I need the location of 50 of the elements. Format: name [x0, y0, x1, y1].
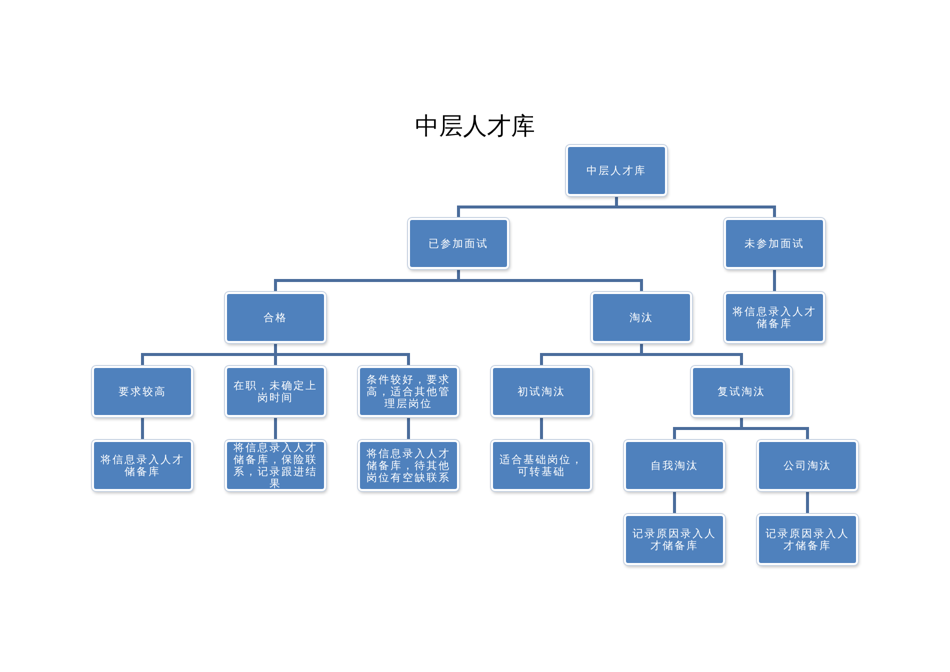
- process-box: [225, 440, 326, 491]
- connector-line: [274, 417, 277, 440]
- box-text: 将信息录入人才储备库，待其他岗位有空缺联系: [366, 448, 452, 484]
- box-text: 记录原因录入人才储备库: [764, 528, 850, 552]
- connector-line: [806, 491, 809, 514]
- box-text: 自我淘汰: [650, 460, 700, 472]
- box-text: 要求较高: [118, 386, 168, 398]
- connector-line: [540, 417, 543, 440]
- process-box: [358, 440, 459, 491]
- process-box: [691, 366, 792, 417]
- box-text: 将信息录入人才储备库: [732, 306, 818, 330]
- title: 中层人才库: [414, 111, 536, 142]
- box-text: 淘汰: [628, 312, 654, 324]
- box-text: 条件较好，要求高，适合其他管理层岗位: [366, 374, 452, 410]
- connector-line: [141, 417, 144, 440]
- connector-line: [457, 269, 643, 292]
- connector-line: [740, 417, 809, 440]
- process-box: [358, 366, 459, 417]
- process-box: [225, 292, 326, 343]
- process-box: [491, 440, 592, 491]
- process-box: [724, 218, 825, 269]
- connector-line: [274, 343, 410, 366]
- process-box: [757, 514, 858, 565]
- connector-line: [640, 343, 743, 366]
- process-box: [225, 366, 326, 417]
- box-text: 复试淘汰: [716, 386, 766, 398]
- box-text: 将信息录入人才储备库: [100, 454, 186, 478]
- box-text: 记录原因录入人才储备库: [632, 528, 718, 552]
- box-text: 初试淘汰: [516, 386, 566, 398]
- box-text: 在职，未确定上岗时间: [232, 380, 318, 404]
- process-box: [92, 440, 193, 491]
- connector-line: [673, 491, 676, 514]
- box-text: 公司淘汰: [782, 460, 832, 472]
- process-box: [724, 292, 825, 343]
- box-text: 合格: [262, 312, 288, 324]
- process-box: [491, 366, 592, 417]
- box-text: 未参加面试: [744, 238, 806, 250]
- process-box: [92, 366, 193, 417]
- process-box: [591, 292, 692, 343]
- connector-line: [773, 269, 776, 292]
- box-text: 中层人才库: [586, 164, 648, 176]
- box-text: 已参加面试: [428, 238, 490, 250]
- process-box: [757, 440, 858, 491]
- box-text: 适合基础岗位，可转基础: [498, 454, 584, 478]
- process-box: [566, 145, 667, 196]
- box-text: 将信息录入人才储备库，保险联系，记录跟进结果: [232, 442, 318, 490]
- process-box: [624, 440, 725, 491]
- process-box: [624, 514, 725, 565]
- connector-line: [407, 417, 410, 440]
- process-box: [408, 218, 509, 269]
